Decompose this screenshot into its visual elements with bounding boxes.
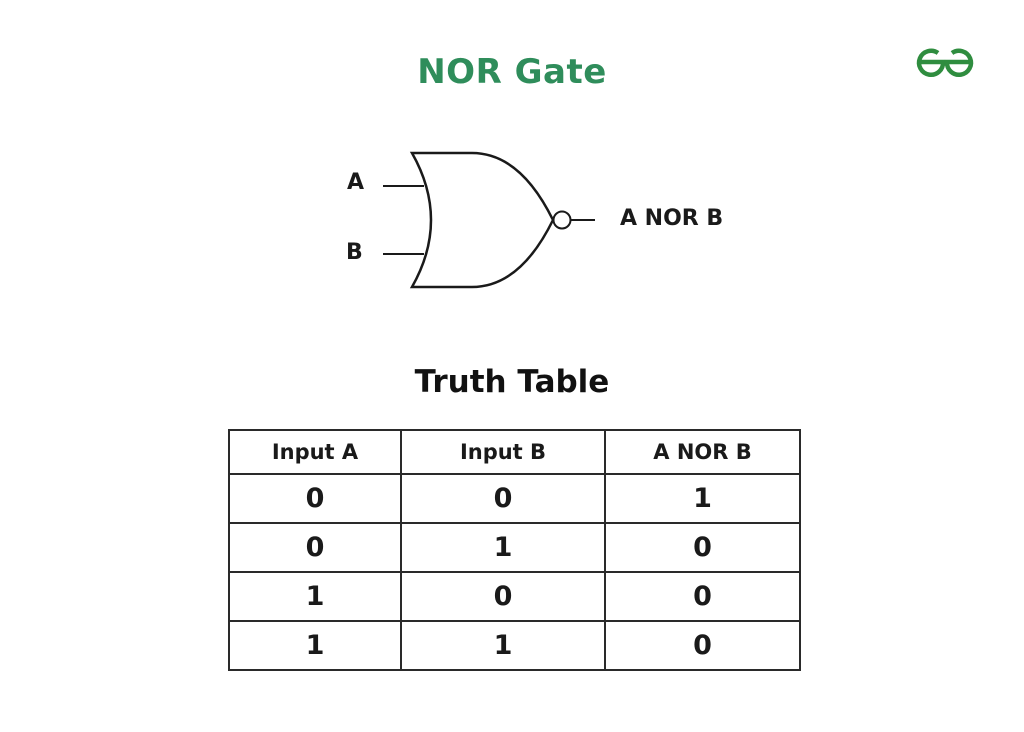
cell-input-a: 0	[228, 522, 402, 573]
table-header-row: Input A Input B A NOR B	[228, 429, 801, 475]
output-label: A NOR B	[620, 206, 724, 231]
input-b-label: B	[346, 240, 363, 265]
cell-output: 0	[604, 571, 801, 622]
header-input-a: Input A	[228, 429, 402, 475]
input-a-label: A	[347, 170, 365, 195]
table-row: 1 0 0	[228, 571, 801, 622]
nor-gate-body	[409, 151, 555, 289]
header-input-b: Input B	[400, 429, 606, 475]
inversion-bubble	[552, 210, 572, 230]
table-row: 0 1 0	[228, 522, 801, 573]
table-row: 0 0 1	[228, 473, 801, 524]
page-title: NOR Gate	[417, 52, 607, 92]
table-row: 1 1 0	[228, 620, 801, 671]
cell-output: 0	[604, 522, 801, 573]
cell-input-a: 1	[228, 620, 402, 671]
cell-input-b: 1	[400, 620, 606, 671]
cell-input-a: 1	[228, 571, 402, 622]
cell-output: 1	[604, 473, 801, 524]
truth-table: Input A Input B A NOR B 0 0 1 0 1 0 1 0 …	[228, 429, 801, 671]
cell-input-b: 0	[400, 473, 606, 524]
truth-table-title: Truth Table	[414, 364, 610, 400]
geeksforgeeks-logo-icon	[916, 48, 974, 78]
cell-input-a: 0	[228, 473, 402, 524]
cell-input-b: 0	[400, 571, 606, 622]
cell-input-b: 1	[400, 522, 606, 573]
cell-output: 0	[604, 620, 801, 671]
header-output: A NOR B	[604, 429, 801, 475]
